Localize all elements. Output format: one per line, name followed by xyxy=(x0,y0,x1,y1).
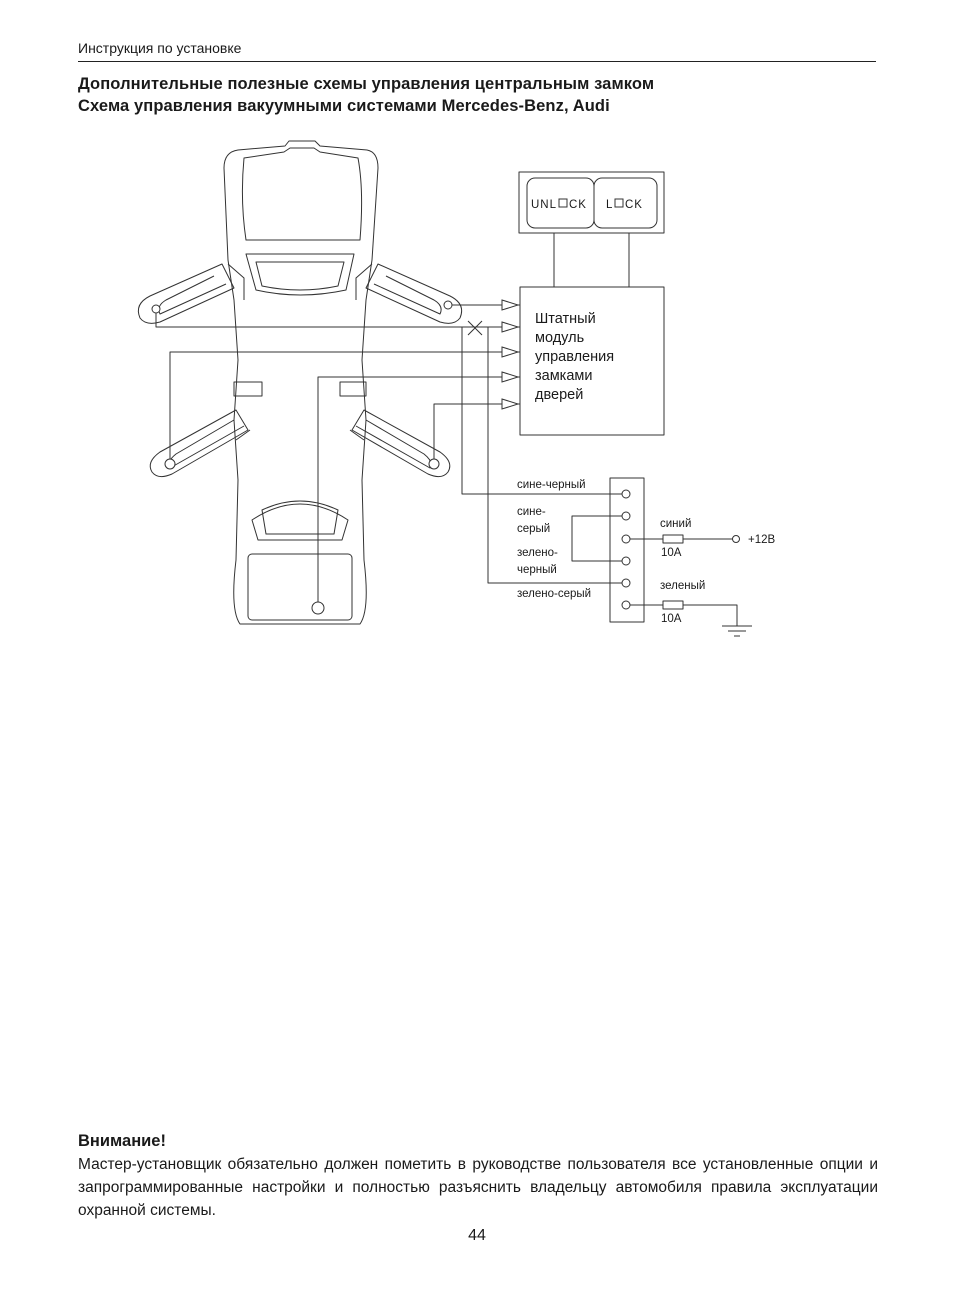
unlock-o-glyph xyxy=(558,198,568,208)
unlock-label-tail: CK xyxy=(569,199,587,211)
unlock-label: UNL xyxy=(531,199,557,211)
door-actuator-terminal xyxy=(443,300,453,310)
car-body-outline xyxy=(223,140,379,625)
front-left-door xyxy=(137,263,235,324)
connector-pin xyxy=(621,534,631,544)
wire-label-blue-gray: сине- xyxy=(517,506,546,518)
wire-label-green-gray: зелено-серый xyxy=(517,588,591,600)
page-number: 44 xyxy=(468,1227,486,1244)
wiring-diagram: UNL CK L CK Штатный модуль управления за… xyxy=(137,140,776,637)
module-label-line: модуль xyxy=(535,330,584,346)
connector-pin xyxy=(621,578,631,588)
fuse-1 xyxy=(662,534,684,544)
module-label-line: дверей xyxy=(535,387,583,403)
wire-label-green-black: черный xyxy=(517,564,557,576)
warning-text: Мастер-установщик обязательно должен пом… xyxy=(78,1156,878,1219)
module-label-line: управления xyxy=(535,349,614,365)
connector-pin xyxy=(621,489,631,499)
fuse-2-rating: 10А xyxy=(661,613,682,625)
door-actuator-terminal xyxy=(428,458,440,470)
section-subtitle: Схема управления вакуумными системами Me… xyxy=(78,97,610,115)
wire-label-green: зеленый xyxy=(660,580,705,592)
connector-pin xyxy=(621,556,631,566)
header-rule xyxy=(78,61,876,62)
lock-label-tail: CK xyxy=(625,199,643,211)
arrow-icons xyxy=(501,299,520,410)
front-right-door xyxy=(365,263,463,324)
door-actuator-terminal xyxy=(164,458,176,470)
connector-pin xyxy=(621,511,631,521)
ground-icon xyxy=(722,625,752,637)
running-header: Инструкция по установке xyxy=(78,40,242,56)
wire-label-blue-black: сине-черный xyxy=(517,479,586,491)
lock-label: L xyxy=(606,199,613,211)
wire-label-blue: синий xyxy=(660,518,691,530)
lock-switch-box xyxy=(518,171,665,234)
wire-label-blue-gray: серый xyxy=(517,523,550,535)
power-terminal xyxy=(732,535,740,543)
lock-button[interactable] xyxy=(593,177,658,229)
connector-pin xyxy=(621,600,631,610)
rear-left-door xyxy=(149,409,249,478)
door-lock-module xyxy=(519,286,665,436)
warning-title: Внимание! xyxy=(78,1132,166,1150)
lock-o-glyph xyxy=(614,198,624,208)
wire-label-green-black: зелено- xyxy=(517,547,558,559)
fuse-1-rating: 10А xyxy=(661,547,682,559)
trunk-actuator-terminal xyxy=(311,601,325,615)
fuse-2 xyxy=(662,600,684,610)
module-label-line: замками xyxy=(535,368,592,384)
module-label-line: Штатный xyxy=(535,311,596,327)
power-label: +12В xyxy=(748,534,776,546)
door-actuator-terminal xyxy=(151,304,161,314)
connector-block xyxy=(609,477,645,623)
section-title: Дополнительные полезные схемы управления… xyxy=(78,75,655,93)
